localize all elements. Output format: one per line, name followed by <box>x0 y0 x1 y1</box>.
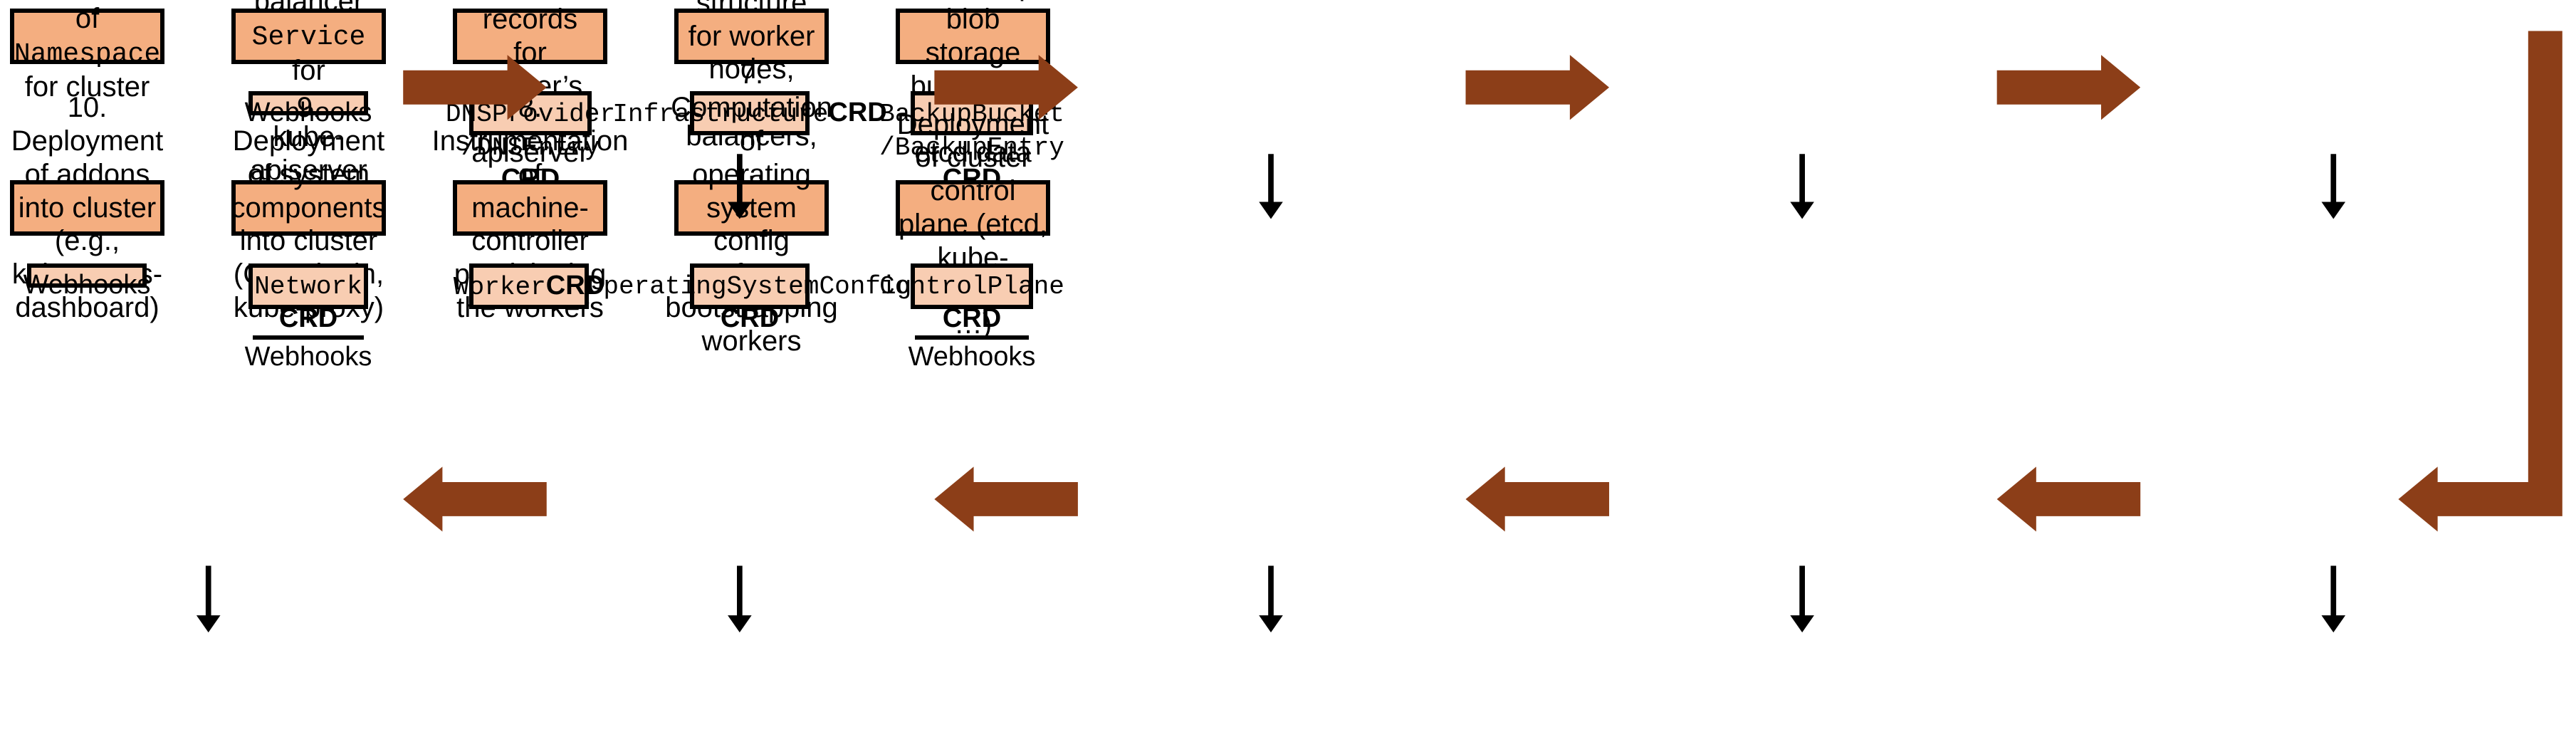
artifact-box-controlplane-crd[interactable]: ControlPlane CRD Webhooks <box>879 263 1064 372</box>
artifact-label: WorkerCRD <box>454 268 604 305</box>
arrowhead-step5-artifact <box>2321 202 2346 219</box>
text-line: 10. Deployment of addons <box>11 92 164 190</box>
text-line: Webhooks <box>244 98 372 127</box>
artifact-box-network-crd[interactable]: Network CRD Webhooks <box>245 263 372 372</box>
text-line: 5. Preparation of backup <box>899 0 1047 3</box>
row2-block-arrows <box>403 466 2141 532</box>
artifact-label: Webhooks <box>245 95 372 130</box>
text-line: 8. Instrumentation of <box>431 92 629 190</box>
text-line: OperatingSystem <box>587 272 820 301</box>
text-line: Webhooks <box>908 342 1036 372</box>
text-line: Config CRD <box>720 272 912 333</box>
text-line: Namespace <box>14 38 161 70</box>
text-line: 7. Computation of <box>671 58 832 157</box>
artifact-label: OperatingSystemConfig CRD <box>588 268 912 335</box>
arrowhead-step9-artifact <box>728 615 752 633</box>
arrow-step7-step8 <box>1465 466 1610 532</box>
row1-block-arrows <box>403 55 2141 120</box>
arrowhead-step6-artifact <box>2321 615 2346 633</box>
text-line: balancer Service for <box>251 0 366 86</box>
artifact-box-webhooks-step2[interactable]: Webhooks <box>245 91 372 127</box>
text-line: components into cluster <box>231 192 387 257</box>
artifact-box-webhooks-step10[interactable]: Webhooks <box>23 263 150 300</box>
text-line: CRD <box>545 270 605 301</box>
text-line: operating system config <box>692 158 811 257</box>
text-line: ControlPlane CRD <box>879 272 1064 333</box>
arrow-step8-step9 <box>934 466 1078 532</box>
arrow-step5-step6-wrap <box>2398 31 2562 532</box>
arrow-step4-step5 <box>1996 55 2141 120</box>
artifact-box-osc-crd[interactable]: OperatingSystemConfig CRD <box>588 263 911 333</box>
text-line: Webhooks <box>23 270 151 300</box>
artifact-label: InfrastructureCRD <box>612 95 886 132</box>
text-line: Webhooks <box>244 342 372 372</box>
artifact-box-infrastructure-crd[interactable]: InfrastructureCRD <box>612 91 887 135</box>
text-line: structure for worker <box>688 0 815 52</box>
artifact-label: Webhooks <box>23 268 151 303</box>
text-line: BackupBucket / <box>879 100 1064 162</box>
arrow-step6-step7 <box>1996 466 2141 532</box>
artifact-label: Webhooks <box>245 335 372 375</box>
arrowhead-step10-artifact <box>196 615 221 633</box>
arrowhead-step2-artifact <box>728 202 752 219</box>
artifact-arrowheads <box>196 202 2346 633</box>
text-line: into cluster (e.g., <box>18 192 157 257</box>
text-line: 6. Deployment of cluster <box>896 75 1049 174</box>
arrowhead-step4-artifact <box>1790 202 1814 219</box>
text-line: 1. Creation of <box>18 0 157 34</box>
artifact-label: DNSProvider /DNSEntry CRD <box>446 95 615 197</box>
artifact-label: Webhooks <box>909 335 1035 375</box>
arrowhead-step3-artifact <box>1259 202 1283 219</box>
text-line: DNSProvider / <box>445 100 616 162</box>
arrow-step2-step3 <box>934 55 1078 120</box>
artifact-label: Network CRD <box>253 268 364 335</box>
artifact-label: ControlPlane CRD <box>879 268 1064 335</box>
text-line: control plane (etcd, <box>898 175 1048 240</box>
arrowhead-step8-artifact <box>1259 615 1283 633</box>
arrow-step1-step2 <box>403 55 547 120</box>
arrow-step3-step4 <box>1465 55 1610 120</box>
artifact-label: BackupBucket /BackupEntry CRD <box>879 95 1064 197</box>
text-line: Worker <box>453 272 546 302</box>
artifact-box-worker-crd[interactable]: WorkerCRD <box>454 263 604 309</box>
arrowhead-step7-artifact <box>1790 615 1814 633</box>
text-line: Infrastructure <box>612 100 829 129</box>
text-line: for cluster <box>24 71 150 103</box>
text-line: 3. Creation of DNS <box>464 0 596 3</box>
text-line: CRD <box>828 98 887 127</box>
artifact-connectors <box>205 154 2337 619</box>
text-line: DNSEntry CRD <box>476 132 600 194</box>
text-line: machine-controller <box>471 192 589 257</box>
text-line: Network CRD <box>254 272 362 333</box>
text-line: 9. Deployment of system <box>232 92 385 190</box>
arrow-step9-step10 <box>403 466 547 532</box>
